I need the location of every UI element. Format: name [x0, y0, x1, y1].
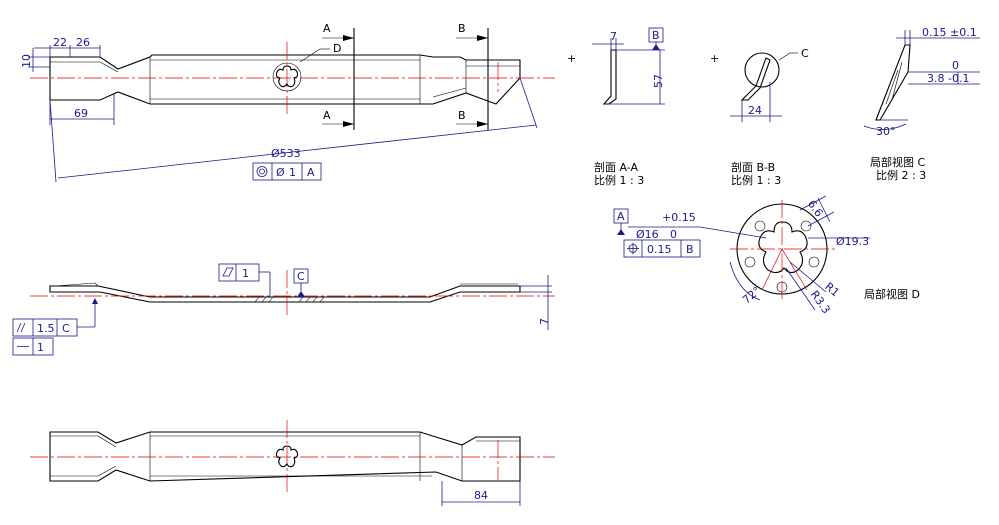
detail-d-title: 局部视图 D	[864, 287, 920, 301]
dim-57: 57	[652, 74, 665, 88]
section-aa: + 7 57 B 剖面 A-A 比例 1 : 3	[567, 27, 665, 187]
pos-tol: 0.15	[647, 243, 672, 256]
detail-c-label: C	[801, 47, 809, 60]
position-fcf: 0.15 B	[623, 239, 701, 258]
parallel-tol: 1.5	[37, 322, 55, 335]
fcf-tolerance: 1	[289, 166, 296, 179]
section-b-top-label: B	[458, 22, 466, 35]
datum-c: C	[297, 270, 305, 283]
parallel-fcf: 1.5 C 1	[12, 298, 98, 356]
dim-22: 22	[53, 36, 67, 49]
dim-69: 69	[74, 107, 88, 120]
svg-text:+: +	[567, 52, 576, 65]
section-aa-scale: 比例 1 : 3	[594, 173, 644, 187]
dim-7-aa: 7	[610, 30, 617, 43]
side-view-outline	[49, 285, 521, 303]
section-bb-scale: 比例 1 : 3	[731, 173, 781, 187]
plus-tol: +0.15	[662, 211, 696, 224]
bottom-view-outline	[49, 431, 521, 482]
section-aa-title: 剖面 A-A	[594, 160, 639, 174]
tol-0-15: 0.15 ±0.1	[922, 26, 977, 39]
dim-533: Ø533	[271, 147, 301, 160]
section-b-bottom-label: B	[458, 109, 466, 122]
section-a-top-label: A	[323, 22, 331, 35]
bottom-view: 84	[30, 420, 555, 506]
front-view: D A A B B 22 26 10 69	[20, 22, 555, 183]
angle-30: 30°	[876, 125, 896, 138]
dim-7-side: 7	[538, 318, 551, 325]
pos-datum: B	[686, 243, 694, 256]
detail-c: 0.15 ±0.1 0 3.8 -0.1 30° 局部视图 C 比例 2 : 3	[863, 26, 980, 182]
detail-d-label: D	[333, 42, 341, 55]
detail-c-scale: 比例 2 : 3	[876, 168, 926, 182]
fcf-datum: A	[307, 166, 315, 179]
section-bb-title: 剖面 B-B	[731, 160, 775, 174]
dia-16: Ø16	[636, 228, 659, 241]
star-hole	[275, 65, 299, 88]
fcf-diameter-symbol: Ø	[276, 166, 285, 179]
dim-19-3: Ø19.3	[836, 235, 869, 248]
section-bb: + C 24 剖面 B-B 比例 1 : 3	[710, 47, 809, 187]
dim-26: 26	[76, 36, 90, 49]
svg-text:+: +	[710, 52, 719, 65]
datum-a: A	[617, 210, 625, 223]
datum-b: B	[652, 29, 660, 42]
straightness-tol: 1	[37, 341, 44, 354]
detail-c-title: 局部视图 C	[870, 155, 925, 169]
section-a-bottom-label: A	[323, 109, 331, 122]
flatness-fcf: 1	[218, 263, 271, 297]
side-view: 1 C 1.5 C 1 7	[12, 263, 555, 356]
dia-16-zero: 0	[670, 228, 677, 241]
tol-zero: 0	[952, 59, 959, 72]
bottom-star-hole	[275, 445, 299, 468]
flatness-tol: 1	[242, 267, 249, 280]
angle-72: 72°	[740, 284, 763, 306]
dim-10: 10	[20, 54, 33, 68]
detail-d-star	[758, 221, 808, 274]
parallel-datum: C	[62, 322, 70, 335]
concentricity-fcf: Ø 1 A	[252, 162, 322, 181]
dim-6-6: 6.6	[805, 198, 826, 220]
tol-3-8: 3.8 -0.1	[927, 72, 969, 85]
detail-d: A +0.15 Ø16 0 0.15 B 6.6 Ø19.3 72° R1	[613, 195, 920, 316]
front-view-outline	[49, 54, 521, 105]
dim-84: 84	[474, 489, 488, 502]
dim-24: 24	[748, 104, 762, 117]
